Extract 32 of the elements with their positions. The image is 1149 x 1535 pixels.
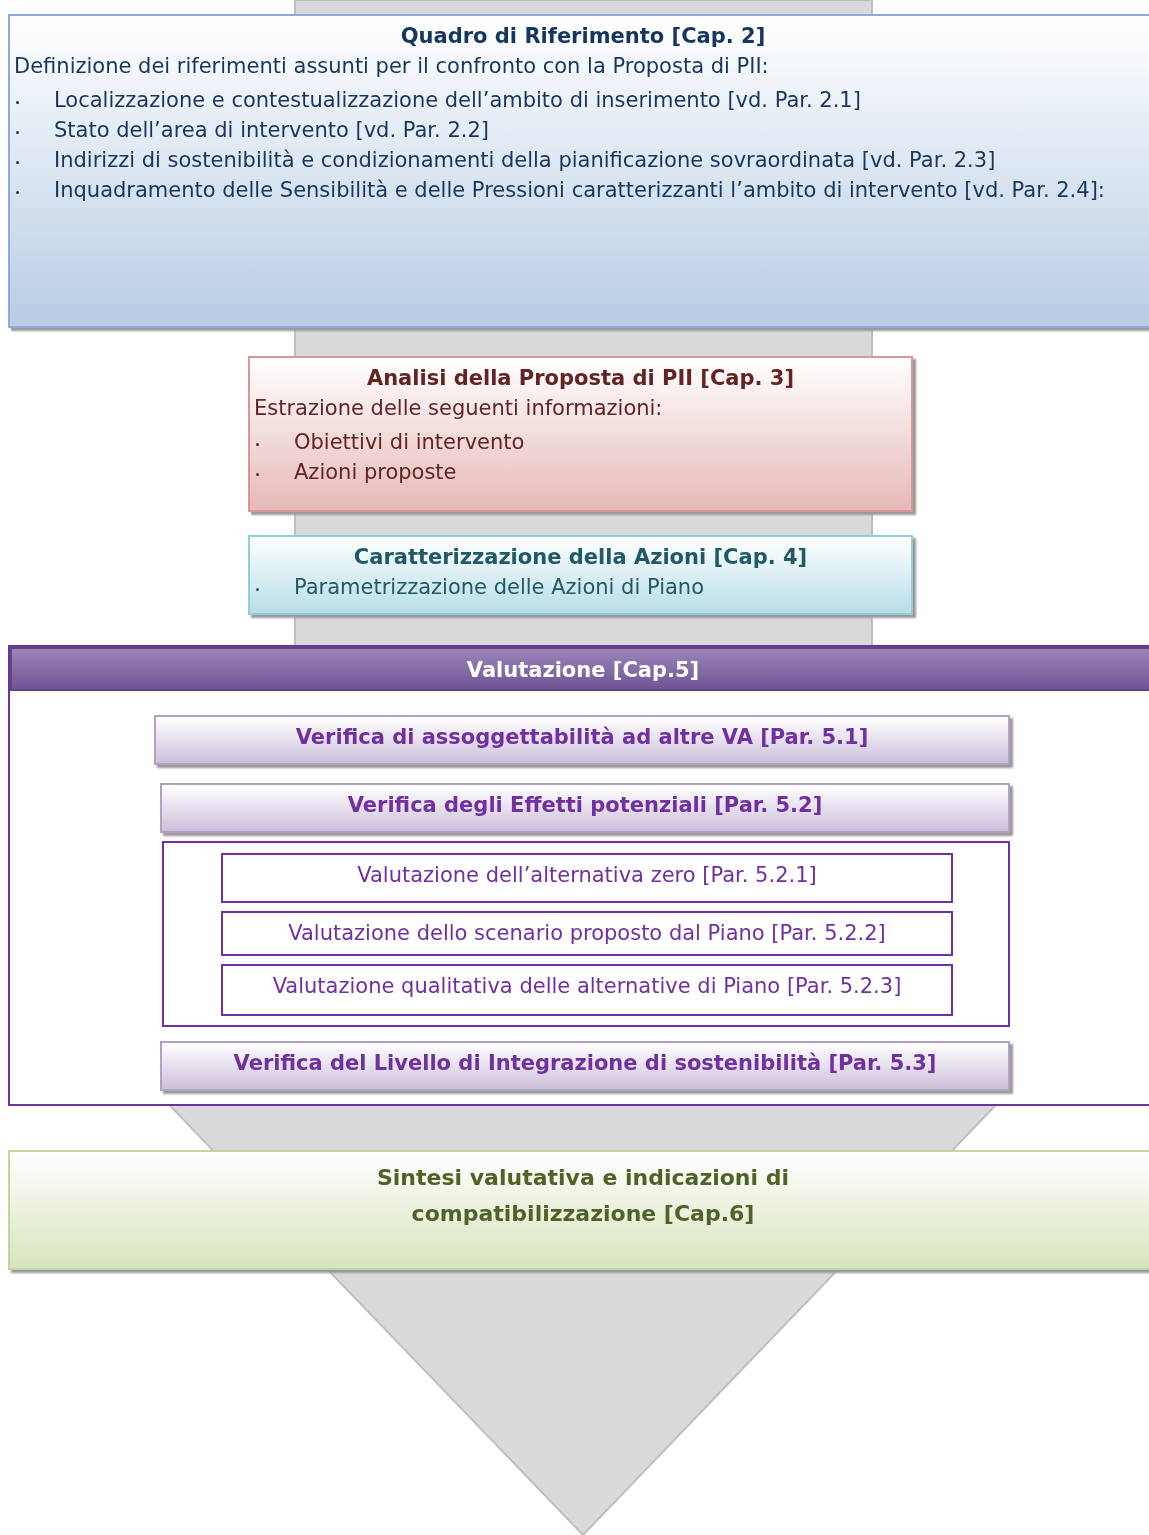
box-title: Verifica degli Effetti potenziali [Par. 5.2]: [346, 793, 824, 817]
box-title: Verifica del Livello di Integrazione di sostenibilità [Par. 5.3]: [232, 1051, 938, 1075]
step-box: [160, 783, 1010, 833]
substep-box: [221, 911, 953, 956]
bullet-item: Localizzazione e contestualizzazione dell’ambito di inserimento [vd. Par. 2.1]: [54, 88, 861, 112]
substep-box: [221, 853, 953, 903]
box-title: Analisi della Proposta di PII [Cap. 3]: [365, 366, 796, 390]
box-title: Quadro di Riferimento [Cap. 2]: [399, 24, 767, 48]
evaluation-frame: [8, 645, 1149, 1106]
bullet-item: Indirizzi di sostenibilità e condizionamenti della pianificazione sovraordinata [vd. Par. 2.3]: [54, 148, 996, 172]
bullet-item: Azioni proposte: [294, 460, 457, 484]
description-text: Estrazione delle seguenti informazioni:: [254, 396, 664, 420]
step-label: Valutazione qualitativa delle alternative di Piano [Par. 5.2.3]: [271, 974, 903, 998]
box-title: Caratterizzazione della Azioni [Cap. 4]: [352, 545, 809, 569]
bullet-item: Inquadramento delle Sensibilità e delle Pressioni caratterizzanti l’ambito di intervento [vd. Par. 2.4]:: [54, 178, 1105, 202]
reference-box: [8, 14, 1149, 328]
analysis-box: [248, 356, 913, 512]
bullet-item: Stato dell’area di intervento [vd. Par. 2.2]: [54, 118, 489, 142]
bullet-item: Obiettivi di intervento: [294, 430, 525, 454]
step-box: [154, 715, 1010, 765]
description-text: Definizione dei riferimenti assunti per il confronto con la Proposta di PII:: [14, 54, 770, 78]
step-box: [160, 1041, 1010, 1091]
box-title: Verifica di assoggettabilità ad altre VA [Par. 5.1]: [294, 725, 870, 749]
step-label: Valutazione dello scenario proposto dal Piano [Par. 5.2.2]: [287, 921, 887, 945]
step-label: Valutazione dell’alternativa zero [Par. 5.2.1]: [356, 863, 818, 887]
section-header: Valutazione [Cap.5]: [10, 647, 1149, 691]
substep-box: [221, 964, 953, 1016]
subsection-frame: [162, 841, 1010, 1027]
bullet-item: Parametrizzazione delle Azioni di Piano: [294, 575, 704, 599]
characterization-box: [248, 535, 913, 615]
synthesis-box: [8, 1150, 1149, 1270]
box-title: Sintesi valutativa e indicazioni di compatibilizzazione [Cap.6]: [376, 1164, 790, 1228]
